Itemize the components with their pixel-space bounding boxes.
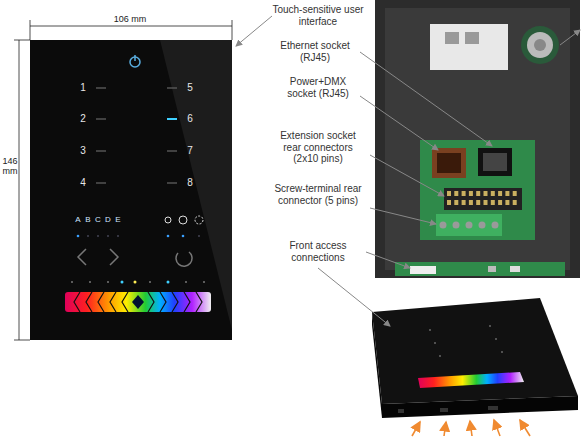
button-number: 8: [183, 177, 197, 189]
panel-icons: [65, 55, 211, 312]
button-number: 6: [183, 113, 197, 125]
zone-letter: D: [103, 215, 113, 224]
panel-glare: [160, 40, 232, 330]
zone-letter: B: [83, 215, 93, 224]
callout-label: Ethernet socket (RJ45): [273, 40, 358, 63]
rear-housing: [375, 0, 580, 278]
callout-label: Power+DMX socket (RJ45): [278, 76, 358, 99]
callout-label: Screw-terminal rear connector (5 pins): [271, 183, 366, 206]
connector-pins: [440, 191, 517, 229]
perspective-device: [372, 298, 578, 418]
dimension-label: 106 mm: [100, 14, 160, 24]
button-number: 5: [183, 82, 197, 94]
leader-lines: [236, 16, 580, 326]
dimension-label: 146 mm: [1, 156, 19, 177]
access-arrows: [412, 420, 530, 436]
front-panel: [30, 40, 232, 340]
zone-letter: C: [93, 215, 103, 224]
button-number: 3: [76, 145, 90, 157]
button-number: 4: [76, 177, 90, 189]
zone-letter: E: [113, 215, 123, 224]
callout-label: Touch-sensitive user interface: [271, 4, 366, 27]
callout-label: Extension socket rear connectors (2x10 p…: [271, 130, 366, 165]
button-number: 2: [76, 113, 90, 125]
dimension-lines: [14, 20, 232, 340]
callout-label: Front access connections: [273, 240, 363, 263]
zone-letter: A: [73, 215, 83, 224]
button-number: 7: [183, 145, 197, 157]
button-number: 1: [76, 82, 90, 94]
